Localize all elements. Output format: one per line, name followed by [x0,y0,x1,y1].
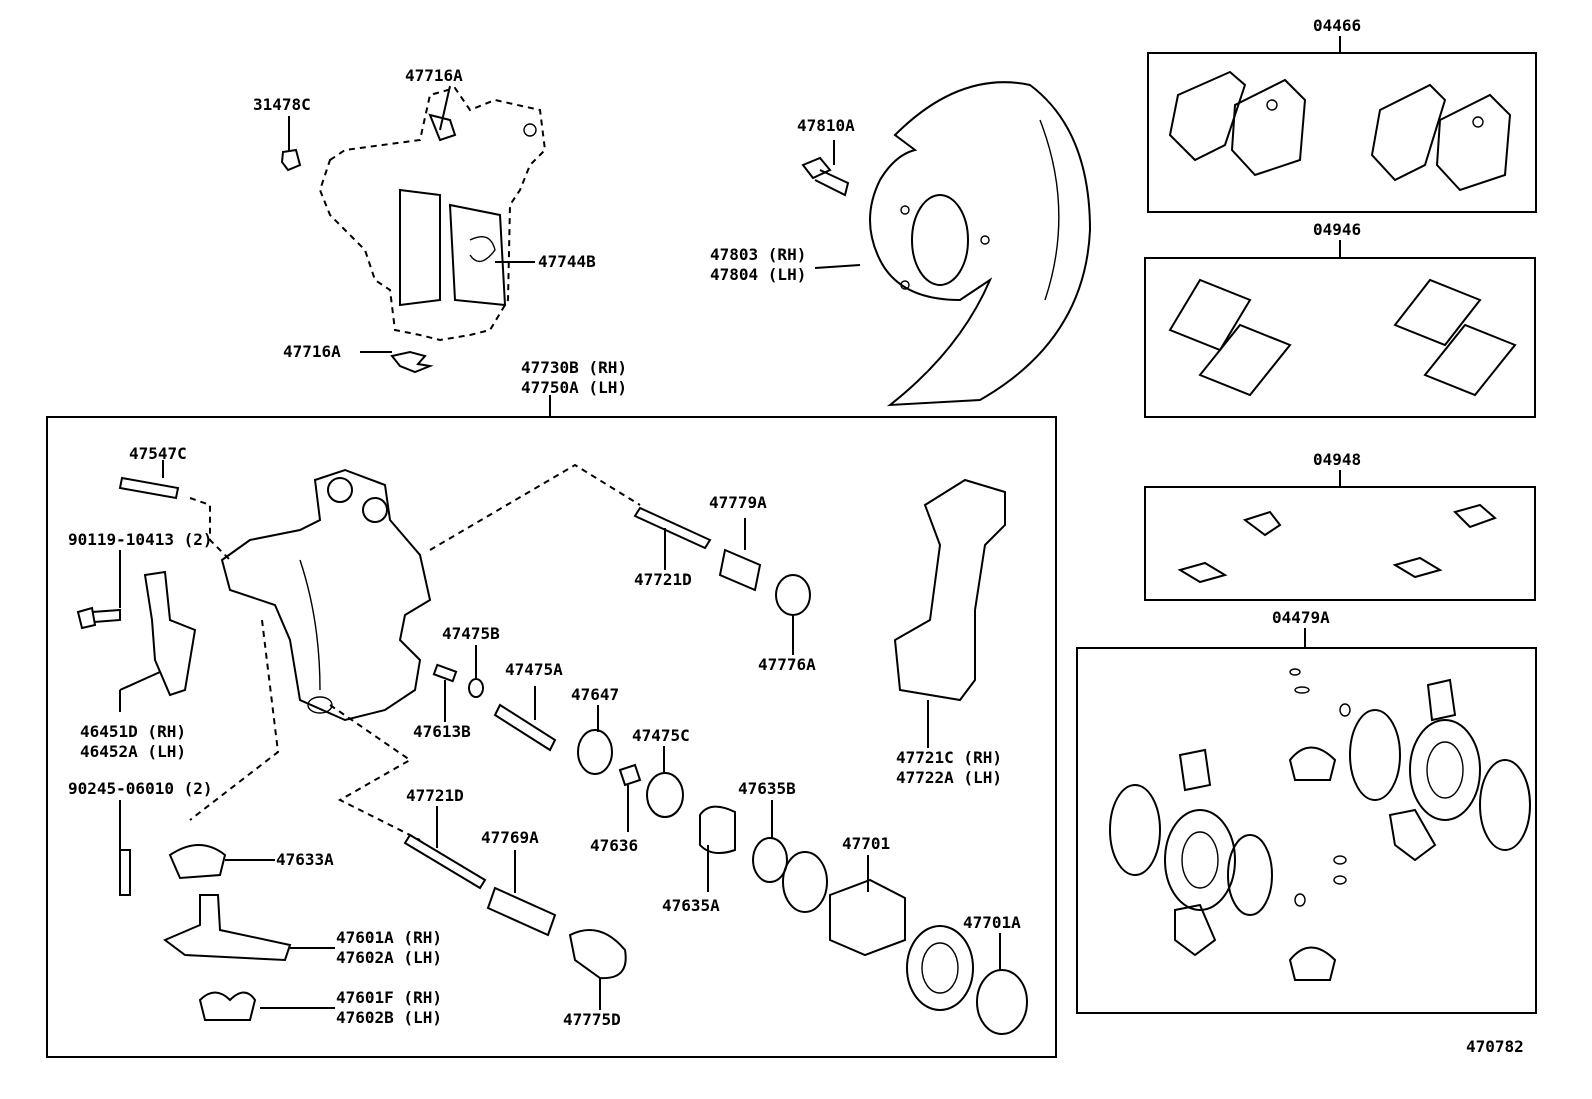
part-label-47716a-top[interactable]: 47716A [405,66,463,85]
box-caliper-assembly [46,416,1057,1058]
part-label-47635b[interactable]: 47635B [738,779,796,798]
group-label-04466[interactable]: 04466 [1313,16,1362,35]
part-label-47716a-bottom[interactable]: 47716A [283,342,341,361]
bolt-47810a-shape [801,140,850,197]
part-label-47721c: 47721C (RH) [896,748,1002,767]
part-label-47547c[interactable]: 47547C [129,444,187,463]
bleeder-47547c-shape [118,476,180,500]
caliper-assy-rh: 47730B (RH) [521,358,627,377]
guide-pin-47721d-bottom-shape [403,833,487,890]
part-label-47776a[interactable]: 47776A [758,655,816,674]
part-label-47636[interactable]: 47636 [590,836,639,855]
group-label-04479a[interactable]: 04479A [1272,608,1330,627]
piston-seal-shape [906,925,974,1011]
bracket-46451d-shape [143,570,197,697]
bolt-90119-shape [76,606,121,630]
piston-47701-shape [829,878,906,957]
seal-kit-04479a-shapes [1109,668,1531,981]
part-label-47744b[interactable]: 47744B [538,252,596,271]
clip-47716a-shape [390,350,434,374]
seal-ring-shape [782,851,828,913]
clips-04948-shapes [1177,503,1497,584]
box-04466 [1147,52,1537,213]
dust-shield-shape [869,81,1092,407]
spring-47601f-shape [198,991,257,1021]
sleeve-47769a-shape [486,886,557,937]
boot-47701a-shape [976,969,1028,1035]
part-label-47769a[interactable]: 47769A [481,828,539,847]
shaft-47475a-shape [493,703,557,752]
part-label-46451d-46452a[interactable]: 46451D (RH) 46452A (LH) [80,722,186,762]
mounting-47721c-shape [893,478,1006,702]
part-label-47701[interactable]: 47701 [842,834,891,853]
lever-47601a-shape [163,894,292,962]
part-label-47601f: 47601F (RH) [336,988,442,1007]
part-label-47810a[interactable]: 47810A [797,116,855,135]
caliper-body-shape [220,468,432,722]
part-label-46451d: 46451D (RH) [80,722,186,741]
part-label-47803-47804[interactable]: 47803 (RH) 47804 (LH) [710,245,806,285]
part-label-47475b[interactable]: 47475B [442,624,500,643]
group-label-caliper-assy[interactable]: 47730B (RH) 47750A (LH) [521,358,627,398]
pads-04466-shapes [1168,70,1512,192]
part-label-47721c-47722a[interactable]: 47721C (RH) 47722A (LH) [896,748,1002,788]
bushing-47775d-shape [568,929,627,980]
box-04479a [1076,647,1537,1014]
ring-47635b-shape [752,837,788,883]
clip-47636-shape [618,763,642,787]
group-label-04946[interactable]: 04946 [1313,220,1362,239]
box-04946 [1144,257,1536,418]
cup-47635a-shape [699,805,736,855]
part-label-47775d[interactable]: 47775D [563,1010,621,1029]
part-label-90245[interactable]: 90245-06010 (2) [68,779,213,798]
box-04948 [1144,486,1536,601]
part-label-47722a: 47722A (LH) [896,768,1002,787]
part-label-47721d-top[interactable]: 47721D [634,570,692,589]
part-label-90119[interactable]: 90119-10413 (2) [68,530,213,549]
part-label-47635a[interactable]: 47635A [662,896,720,915]
diagram-code: 470782 [1466,1037,1524,1056]
part-label-47701a[interactable]: 47701A [963,913,1021,932]
part-label-47779a[interactable]: 47779A [709,493,767,512]
oring-47475b-shape [468,678,484,698]
part-label-47633a[interactable]: 47633A [276,850,334,869]
part-label-47647[interactable]: 47647 [571,685,620,704]
boot-47633a-shape [168,844,227,880]
part-label-47601f-47602b[interactable]: 47601F (RH) 47602B (LH) [336,988,442,1028]
plate-47647-shape [577,729,613,775]
part-label-47602b: 47602B (LH) [336,1008,442,1027]
sleeve-47779a-shape [718,548,762,592]
part-label-47475a[interactable]: 47475A [505,660,563,679]
part-label-47803: 47803 (RH) [710,245,807,264]
part-label-47613b[interactable]: 47613B [413,722,471,741]
part-label-31478c[interactable]: 31478C [253,95,311,114]
cap-31478c-shape [280,148,302,172]
part-label-47804: 47804 (LH) [710,265,807,284]
caliper-outline-illustration [318,86,547,342]
guide-pin-47721d-top-shape [633,506,712,550]
part-label-47721d-bottom[interactable]: 47721D [406,786,464,805]
part-label-47475c[interactable]: 47475C [632,726,690,745]
part-label-46452a: 46452A (LH) [80,742,186,761]
part-label-47601a-47602a[interactable]: 47601A (RH) 47602A (LH) [336,928,442,968]
caliper-assy-lh: 47750A (LH) [521,378,627,397]
pin-90245-shape [119,849,131,896]
pin-47613b-shape [432,663,458,683]
part-label-47601a: 47601A (RH) [336,928,442,947]
shims-04946-shapes [1168,278,1517,397]
group-label-04948[interactable]: 04948 [1313,450,1362,469]
part-label-47602a: 47602A (LH) [336,948,442,967]
